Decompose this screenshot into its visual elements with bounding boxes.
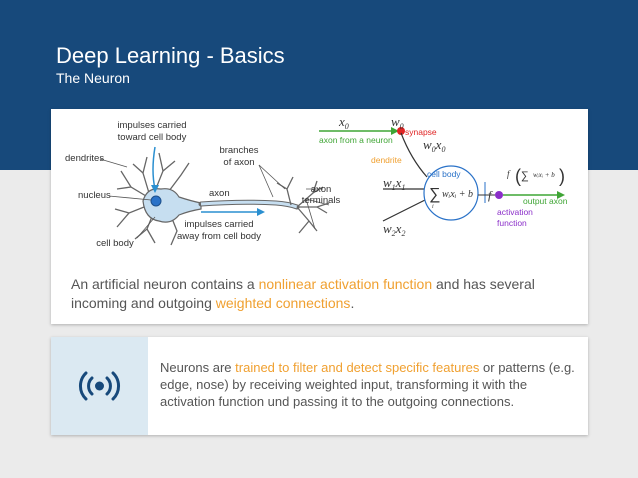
svg-text:w0: w0: [391, 114, 404, 131]
label-axon: axon: [209, 188, 230, 199]
artificial-neuron-diagram: x0 w0 axon from a neuron synapse w0x0 de…: [319, 114, 568, 238]
svg-text:i: i: [432, 204, 434, 210]
label-branches-2: of axon: [223, 157, 254, 168]
label-cell-body-art: cell body: [427, 169, 461, 179]
label-synapse: synapse: [405, 127, 437, 137]
note-card: Neurons are trained to filter and detect…: [51, 337, 588, 435]
svg-text:f: f: [488, 188, 493, 202]
sum-expression: wᵢxᵢ + b: [442, 189, 473, 200]
label-cell-body: cell body: [96, 238, 134, 249]
label-nucleus: nucleus: [78, 190, 111, 201]
svg-text:∑: ∑: [429, 186, 440, 203]
slide-title: Deep Learning - Basics: [56, 43, 285, 68]
label-impulses-in-1: impulses carried: [117, 120, 186, 131]
svg-text:(: (: [515, 166, 521, 186]
svg-text:w1x1: w1x1: [383, 175, 405, 192]
neuron-diagrams: impulses carried toward cell body branch…: [65, 114, 568, 249]
label-dendrite: dendrite: [371, 155, 402, 165]
svg-text:w0x0: w0x0: [423, 137, 445, 154]
activation-dot: [495, 191, 503, 199]
neuron-card: impulses carried toward cell body branch…: [51, 109, 588, 324]
svg-text:w2x2: w2x2: [383, 221, 405, 238]
neuron-caption: An artificial neuron contains a nonlinea…: [71, 276, 535, 311]
label-axon-terminals-1: axon: [311, 184, 332, 195]
label-branches-1: branches: [219, 145, 258, 156]
svg-text:f: f: [507, 169, 511, 179]
label-activation-2: function: [497, 218, 527, 228]
svg-text:x0: x0: [338, 114, 349, 131]
note-icon-box: [51, 337, 148, 435]
note-text: Neurons are trained to filter and detect…: [160, 360, 575, 409]
cell-body-shape: [142, 188, 202, 223]
biological-neuron-diagram: impulses carried toward cell body branch…: [65, 120, 341, 249]
label-dendrites: dendrites: [65, 153, 104, 164]
label-axon-terminals-2: terminals: [302, 195, 341, 206]
f-sum-expression: wᵢxᵢ + b: [533, 171, 555, 179]
svg-text:): ): [559, 166, 565, 186]
broadcast-icon: [79, 371, 120, 401]
slide-subtitle: The Neuron: [56, 70, 130, 86]
svg-text:∑: ∑: [521, 170, 529, 182]
nucleus-shape: [150, 195, 162, 207]
label-output-axon: output axon: [523, 196, 568, 206]
label-impulses-out-2: away from cell body: [177, 231, 261, 242]
label-impulses-in-2: toward cell body: [118, 132, 187, 143]
label-activation-1: activation: [497, 207, 533, 217]
label-impulses-out-1: impulses carried: [184, 219, 253, 230]
label-axon-from-neuron: axon from a neuron: [319, 135, 393, 145]
cell-body-circle: [423, 165, 479, 221]
synapse-dot: [397, 127, 405, 135]
